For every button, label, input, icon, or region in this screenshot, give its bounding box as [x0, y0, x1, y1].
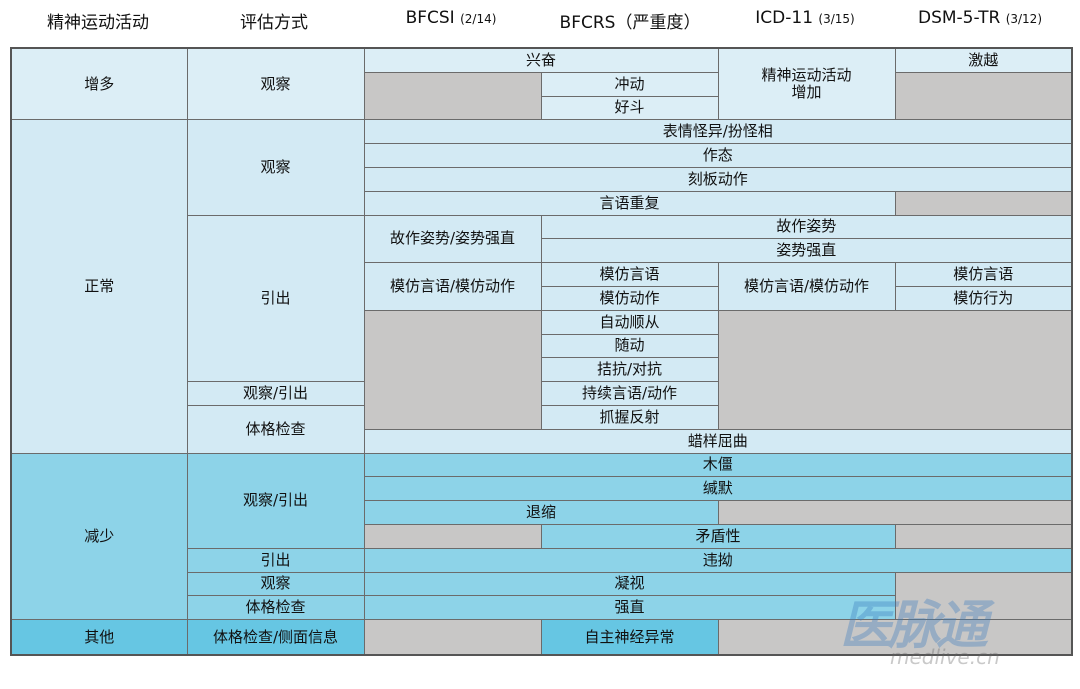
- not-applicable-cell: [717, 619, 1073, 656]
- sign-waxy-flexibility: 蜡样屈曲: [363, 428, 1073, 454]
- category-other: 其他: [10, 619, 188, 656]
- sign-excitement: 兴奋: [363, 47, 719, 73]
- sign-automatic-obedience: 自动顺从: [540, 309, 719, 335]
- method-observe: 观察: [186, 47, 365, 121]
- sign-impulsivity: 冲动: [540, 71, 719, 97]
- sign-posturing-catalepsy: 故作姿势/姿势强直: [363, 214, 542, 264]
- method-elicit: 引出: [186, 547, 365, 573]
- method-physical-exam: 体格检查: [186, 404, 365, 454]
- sign-stupor: 木僵: [363, 452, 1073, 478]
- method-observe-elicit: 观察/引出: [186, 452, 365, 549]
- category-normal: 正常: [10, 119, 188, 454]
- sign-gegenhalten: 拮抗/对抗: [540, 357, 719, 383]
- sign-verbigeration: 言语重复: [363, 190, 896, 216]
- method-observe: 观察: [186, 119, 365, 216]
- header-assessment-method: 评估方式: [240, 13, 308, 33]
- category-increase: 增多: [10, 47, 188, 121]
- method-physical-exam-collateral: 体格检查/侧面信息: [186, 619, 365, 656]
- header-bfcsi: BFCSI (2/14): [405, 8, 497, 28]
- sign-staring: 凝视: [363, 571, 896, 597]
- header-dsm5tr: DSM-5-TR (3/12): [918, 8, 1042, 28]
- not-applicable-cell: [894, 571, 1073, 621]
- not-applicable-cell: [894, 523, 1073, 549]
- sign-catalepsy: 姿势强直: [540, 238, 1073, 264]
- not-applicable-cell: [894, 190, 1073, 216]
- not-applicable-cell: [717, 500, 1073, 525]
- not-applicable-cell: [363, 309, 542, 430]
- sign-perseveration: 持续言语/动作: [540, 381, 719, 406]
- sign-grimacing: 表情怪异/扮怪相: [363, 119, 1073, 145]
- sign-withdrawal: 退缩: [363, 500, 719, 525]
- method-observe-elicit: 观察/引出: [186, 381, 365, 406]
- sign-echo-combined-icd: 模仿言语/模仿动作: [717, 262, 896, 311]
- sign-ambitendency: 矛盾性: [540, 523, 896, 549]
- not-applicable-cell: [717, 309, 1073, 430]
- sign-mannerisms: 作态: [363, 143, 1073, 168]
- sign-negativism: 违拗: [363, 547, 1073, 573]
- method-physical-exam: 体格检查: [186, 595, 365, 621]
- catatonia-comparison-table: 增多 观察 兴奋 精神运动活动 增加 激越 冲动 好斗 正常 观察 表情怪异/扮…: [10, 47, 1073, 657]
- sign-mutism: 缄默: [363, 476, 1073, 502]
- not-applicable-cell: [894, 71, 1073, 121]
- category-decrease: 减少: [10, 452, 188, 621]
- method-elicit: 引出: [186, 214, 365, 383]
- sign-echopraxia: 模仿动作: [540, 285, 719, 311]
- sign-mitgehen: 随动: [540, 333, 719, 359]
- sign-autonomic-abnormality: 自主神经异常: [540, 619, 719, 656]
- header-icd11: ICD-11 (3/15): [755, 8, 855, 28]
- sign-agitation: 激越: [894, 47, 1073, 73]
- sign-echo-combined: 模仿言语/模仿动作: [363, 262, 542, 311]
- method-observe: 观察: [186, 571, 365, 597]
- sign-posturing: 故作姿势: [540, 214, 1073, 240]
- header-psychomotor-activity: 精神运动活动: [47, 13, 149, 33]
- not-applicable-cell: [363, 71, 542, 121]
- sign-echopraxia-dsm: 模仿行为: [894, 285, 1073, 311]
- sign-combativeness: 好斗: [540, 95, 719, 121]
- sign-psychomotor-increase: 精神运动活动 增加: [717, 47, 896, 121]
- not-applicable-cell: [363, 523, 542, 549]
- header-bfcrs: BFCRS（严重度）: [559, 13, 701, 33]
- sign-stereotypy: 刻板动作: [363, 166, 1073, 192]
- not-applicable-cell: [363, 619, 542, 656]
- sign-rigidity: 强直: [363, 595, 896, 621]
- table-header: 精神运动活动 评估方式 BFCSI (2/14) BFCRS（严重度） ICD-…: [0, 0, 1080, 40]
- sign-echolalia: 模仿言语: [540, 262, 719, 287]
- sign-echolalia-dsm: 模仿言语: [894, 262, 1073, 287]
- sign-grasp-reflex: 抓握反射: [540, 404, 719, 430]
